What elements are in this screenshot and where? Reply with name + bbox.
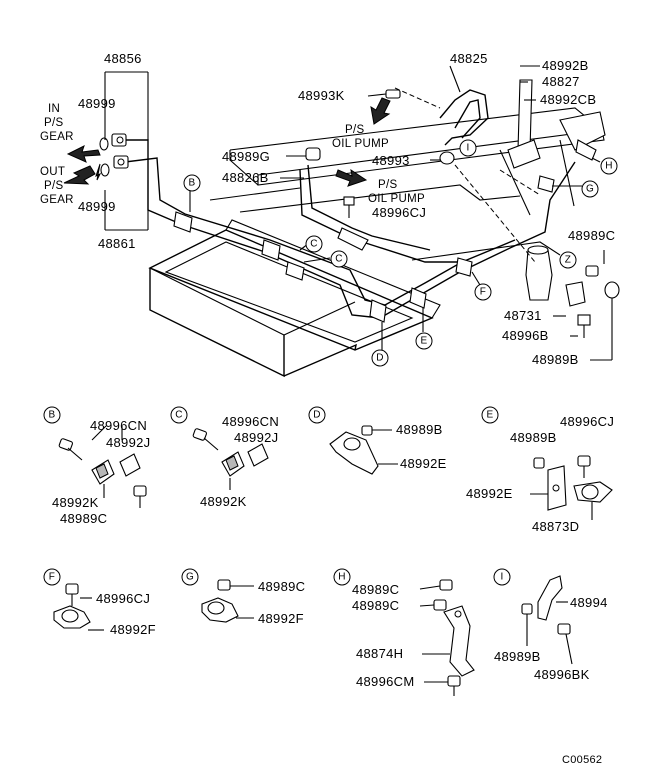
detail-h: H 48989C 48989C 48874H 48996CM [333,568,475,696]
pump-components [385,79,620,338]
svg-text:D: D [376,353,384,364]
circle-letter-f: F [474,283,492,301]
circle-letter-d: D [371,349,389,367]
detail-b-48996cn: 48996CN [90,418,147,433]
detail-c: C 48996CN 48992J 48992K [170,406,279,509]
svg-text:H: H [338,572,346,583]
svg-text:OIL PUMP: OIL PUMP [332,138,389,150]
detail-h-48996cm: 48996CM [356,674,414,689]
label-48993k: 48993K [298,88,345,103]
circle-letter-e: E [415,332,433,350]
tube-clamps [173,175,555,323]
svg-text:OUT: OUT [40,166,65,178]
flow-arrows [63,97,391,187]
circle-letter-b: B [183,174,201,192]
svg-text:P/S: P/S [345,124,364,136]
svg-text:I: I [500,572,503,583]
detail-i-48996bk: 48996BK [534,667,590,682]
svg-text:G: G [186,572,194,583]
detail-e-48992e: 48992E [466,486,513,501]
svg-text:I: I [466,143,469,154]
circle-letter-i: I [459,139,477,157]
figure-code: C00562 [562,754,602,766]
detail-b-48989c: 48989C [60,511,107,526]
detail-g: G 48989C 48992F [181,568,305,626]
label-48989c: 48989C [568,228,615,243]
side-labels: IN P/S GEAR OUT P/S GEAR P/S OIL PUMP P/… [40,103,425,206]
svg-text:B: B [49,410,56,421]
detail-e: E 48996CJ 48989B 48992E 48873D [466,406,614,534]
label-48989b: 48989B [532,352,579,367]
detail-g-48992f: 48992F [258,611,304,626]
detail-c-48992j: 48992J [234,430,278,445]
circle-letter-c2: C [330,250,348,268]
detail-d-48989b: 48989B [396,422,443,437]
label-48996b: 48996B [502,328,549,343]
svg-text:IN: IN [48,103,60,115]
label-48996cj: 48996CJ [372,205,426,220]
detail-i-48989b: 48989B [494,649,541,664]
label-48826b: 48826B [222,170,269,185]
circle-letter-h: H [600,157,618,175]
svg-text:GEAR: GEAR [40,131,74,143]
svg-text:Z: Z [565,255,571,266]
main-part-labels: 48856 48999 48999 48861 48825 48992B 488… [78,51,615,367]
main-circle-letters: B C C D E F G H I Z [183,139,618,367]
svg-text:P/S: P/S [44,117,63,129]
detail-g-48989c: 48989C [258,579,305,594]
detail-f-48992f: 48992F [110,622,156,637]
detail-e-48996cj: 48996CJ [560,414,614,429]
label-48999-top: 48999 [78,96,116,111]
detail-e-48989b: 48989B [510,430,557,445]
detail-b-48992k: 48992K [52,495,99,510]
detail-d-48992e: 48992E [400,456,447,471]
fittings [99,133,369,251]
label-48856: 48856 [104,51,142,66]
svg-text:P/S: P/S [378,179,397,191]
detail-f-48996cj: 48996CJ [96,591,150,606]
svg-text:E: E [487,410,494,421]
label-48731: 48731 [504,308,542,323]
detail-c-48992k: 48992K [200,494,247,509]
detail-h-48989c-b: 48989C [352,598,399,613]
circle-letter-z: Z [559,251,577,269]
label-48989g: 48989G [222,149,270,164]
detail-c-48996cn: 48996CN [222,414,279,429]
svg-text:F: F [49,572,55,583]
label-48992cb: 48992CB [540,92,596,107]
svg-text:GEAR: GEAR [40,194,74,206]
label-48993: 48993 [372,153,410,168]
label-48827: 48827 [542,74,580,89]
detail-i-48994: 48994 [570,595,608,610]
label-48825: 48825 [450,51,488,66]
svg-text:B: B [189,178,196,189]
svg-text:D: D [313,410,321,421]
svg-text:H: H [605,161,613,172]
detail-i: I 48994 48989B 48996BK [493,568,608,682]
svg-text:E: E [421,336,428,347]
detail-h-48989c-a: 48989C [352,582,399,597]
detail-d: D 48989B 48992E [308,406,447,475]
detail-h-48874h: 48874H [356,646,403,661]
svg-text:P/S: P/S [44,180,63,192]
circle-letter-g: G [581,180,599,198]
svg-text:F: F [480,287,486,298]
svg-text:C: C [335,254,343,265]
detail-e-48873d: 48873D [532,519,579,534]
svg-text:OIL PUMP: OIL PUMP [368,193,425,205]
detail-b: B 48996CN 48992J 48992K 48989C [43,406,150,526]
detail-f: F 48996CJ 48992F [43,568,156,637]
svg-text:C: C [175,410,183,421]
detail-b-48992j: 48992J [106,435,150,450]
dashed-leaders [394,87,541,263]
label-48992b: 48992B [542,58,589,73]
svg-text:G: G [586,184,594,195]
label-48861: 48861 [98,236,136,251]
circle-letter-c1: C [305,235,323,253]
label-48999-bottom: 48999 [78,199,116,214]
svg-text:C: C [310,239,318,250]
